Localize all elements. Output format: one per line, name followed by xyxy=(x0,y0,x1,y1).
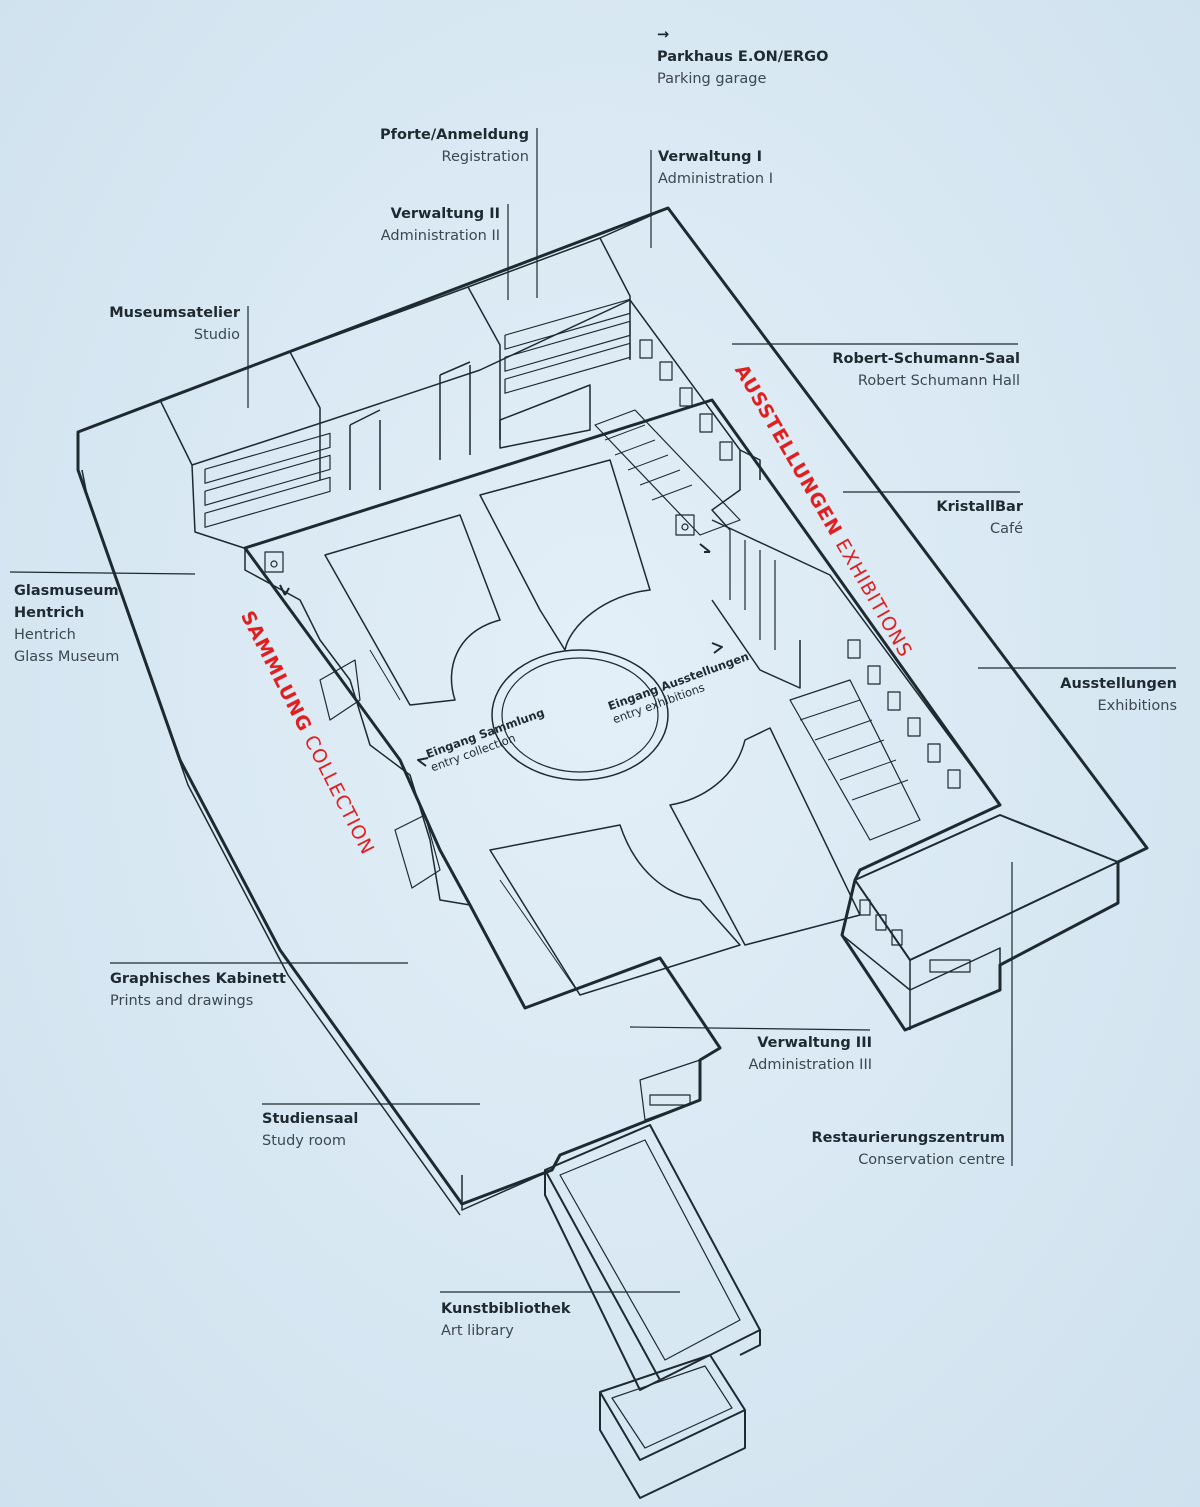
accessibility-icon xyxy=(675,514,711,553)
windows-right-wing xyxy=(639,339,961,789)
label-verwaltung-1: Verwaltung I Administration I xyxy=(658,149,773,187)
label-verwaltung-2: Verwaltung II Administration II xyxy=(380,206,500,244)
label-parkhaus: → Parkhaus E.ON/ERGO Parking garage xyxy=(657,24,828,90)
accessibility-icon xyxy=(264,551,290,596)
label-museumsatelier: Museumsatelier Studio xyxy=(109,305,240,343)
label-verwaltung-3: Verwaltung III Administration III xyxy=(748,1035,872,1073)
label-graphisches: Graphisches Kabinett Prints and drawings xyxy=(110,971,286,1009)
label-kunstbibliothek: Kunstbibliothek Art library xyxy=(441,1301,571,1339)
entrance-arrow-icon xyxy=(711,642,723,654)
entrance-arrow-icon xyxy=(417,757,429,767)
windows-restaurierung xyxy=(859,899,971,973)
label-studiensaal: Studiensaal Study room xyxy=(262,1111,359,1149)
windows-top-right xyxy=(504,298,631,394)
building-outline xyxy=(76,206,1149,1206)
leader-lines xyxy=(9,128,1176,1293)
library-wing xyxy=(544,1124,761,1499)
label-kristallbar: KristallBar Café xyxy=(936,499,1023,537)
label-pforte: Pforte/Anmeldung Registration xyxy=(380,127,529,165)
arrow-icon: → xyxy=(657,27,670,43)
label-ausstellungen: Ausstellungen Exhibitions xyxy=(1060,676,1177,714)
label-glasmuseum: Glasmuseum Hentrich Hentrich Glass Museu… xyxy=(14,583,120,665)
windows-top-left xyxy=(204,432,331,528)
courtyard xyxy=(324,459,861,996)
label-restaurierung: Restaurierungszentrum Conservation centr… xyxy=(811,1130,1005,1168)
label-schumann: Robert-Schumann-Saal Robert Schumann Hal… xyxy=(832,351,1020,389)
